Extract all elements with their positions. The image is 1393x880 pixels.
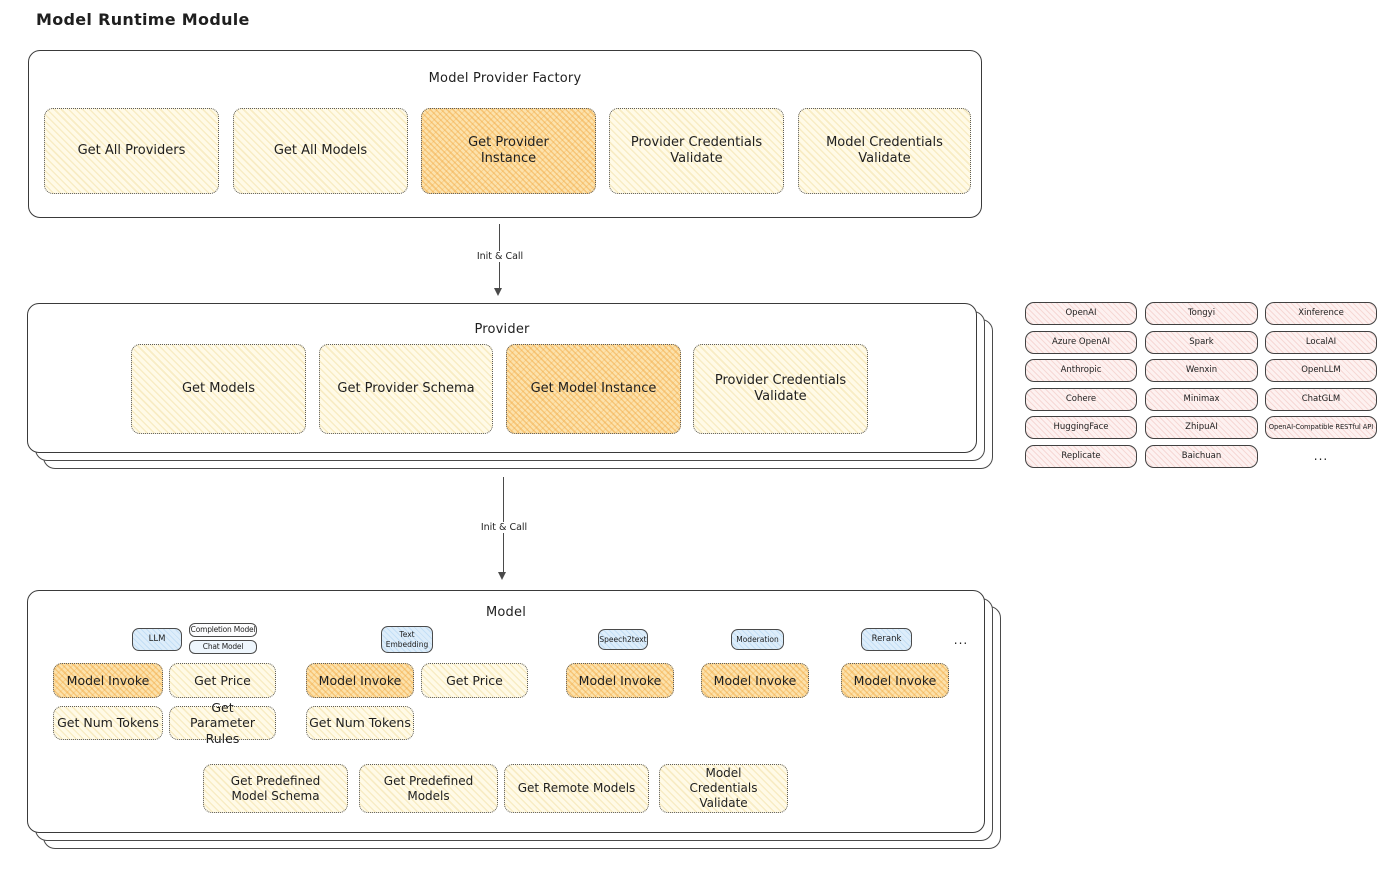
model-op-speech2text-invoke: Model Invoke [566, 663, 674, 698]
factory-op-get-all-models: Get All Models [233, 108, 408, 194]
model-op-get-predefined-models: Get Predefined Models [359, 764, 498, 813]
model-type-tag-moderation: Moderation [731, 629, 784, 650]
provider-op-get-provider-schema: Get Provider Schema [319, 344, 493, 434]
arrow-label-init-call-1: Init & Call [472, 251, 528, 262]
factory-title: Model Provider Factory [428, 71, 582, 86]
model-op-llm-get-price: Get Price [169, 663, 276, 698]
provider-item-wenxin: Wenxin [1145, 359, 1258, 382]
provider-container: Provider Get Models Get Provider Schema … [27, 303, 977, 453]
model-op-moderation-invoke: Model Invoke [701, 663, 809, 698]
provider-item-minimax: Minimax [1145, 388, 1258, 411]
provider-item-localai: LocalAI [1265, 331, 1377, 354]
model-op-embedding-get-num-tokens: Get Num Tokens [306, 706, 414, 740]
model-type-tag-completion-model: Completion Model [189, 623, 257, 637]
factory-op-get-all-providers: Get All Providers [44, 108, 219, 194]
model-type-tag-speech2text: Speech2text [598, 629, 648, 650]
provider-item-spark: Spark [1145, 331, 1258, 354]
provider-item-chatglm: ChatGLM [1265, 388, 1377, 411]
model-op-embedding-invoke: Model Invoke [306, 663, 414, 698]
factory-op-get-provider-instance: Get Provider Instance [421, 108, 596, 194]
provider-item-azure-openai: Azure OpenAI [1025, 331, 1137, 354]
model-types-more-ellipsis: ... [953, 632, 969, 647]
model-op-rerank-invoke: Model Invoke [841, 663, 949, 698]
provider-item-anthropic: Anthropic [1025, 359, 1137, 382]
arrowhead-provider-to-model-icon [498, 572, 506, 580]
provider-item-huggingface: HuggingFace [1025, 416, 1137, 439]
model-op-embedding-get-price: Get Price [421, 663, 528, 698]
model-type-tag-chat-model: Chat Model [189, 640, 257, 654]
provider-item-xinference: Xinference [1265, 302, 1377, 325]
model-type-tag-rerank: Rerank [861, 628, 912, 651]
model-type-tag-llm: LLM [132, 628, 182, 651]
provider-item-cohere: Cohere [1025, 388, 1137, 411]
model-op-llm-get-num-tokens: Get Num Tokens [53, 706, 163, 740]
provider-title: Provider [474, 322, 530, 337]
model-type-tag-text-embedding: Text Embedding [381, 626, 433, 653]
provider-item-baichuan: Baichuan [1145, 445, 1258, 468]
factory-op-model-credentials-validate: Model Credentials Validate [798, 108, 971, 194]
provider-op-provider-credentials-validate: Provider Credentials Validate [693, 344, 868, 434]
provider-op-get-model-instance: Get Model Instance [506, 344, 681, 434]
provider-item-replicate: Replicate [1025, 445, 1137, 468]
provider-item-openai: OpenAI [1025, 302, 1137, 325]
provider-item-openllm: OpenLLM [1265, 359, 1377, 382]
model-op-get-predefined-model-schema: Get Predefined Model Schema [203, 764, 348, 813]
provider-item-tongyi: Tongyi [1145, 302, 1258, 325]
provider-list-more-ellipsis: ... [1313, 449, 1329, 463]
model-op-model-credentials-validate: Model Credentials Validate [659, 764, 788, 813]
provider-op-get-models: Get Models [131, 344, 306, 434]
arrowhead-factory-to-provider-icon [494, 288, 502, 296]
model-op-get-remote-models: Get Remote Models [504, 764, 649, 813]
model-title: Model [485, 605, 527, 620]
provider-item-openai-compatible-restful-api: OpenAI-Compatible RESTful API [1265, 416, 1377, 439]
model-op-llm-invoke: Model Invoke [53, 663, 163, 698]
arrow-label-init-call-2: Init & Call [476, 522, 532, 533]
page-title: Model Runtime Module [36, 10, 250, 29]
factory-container: Model Provider Factory Get All Providers… [28, 50, 982, 218]
provider-item-zhipuai: ZhipuAI [1145, 416, 1258, 439]
factory-op-provider-credentials-validate: Provider Credentials Validate [609, 108, 784, 194]
model-container: Model LLM Completion Model Chat Model Te… [27, 590, 985, 833]
model-op-llm-get-parameter-rules: Get Parameter Rules [169, 700, 276, 746]
